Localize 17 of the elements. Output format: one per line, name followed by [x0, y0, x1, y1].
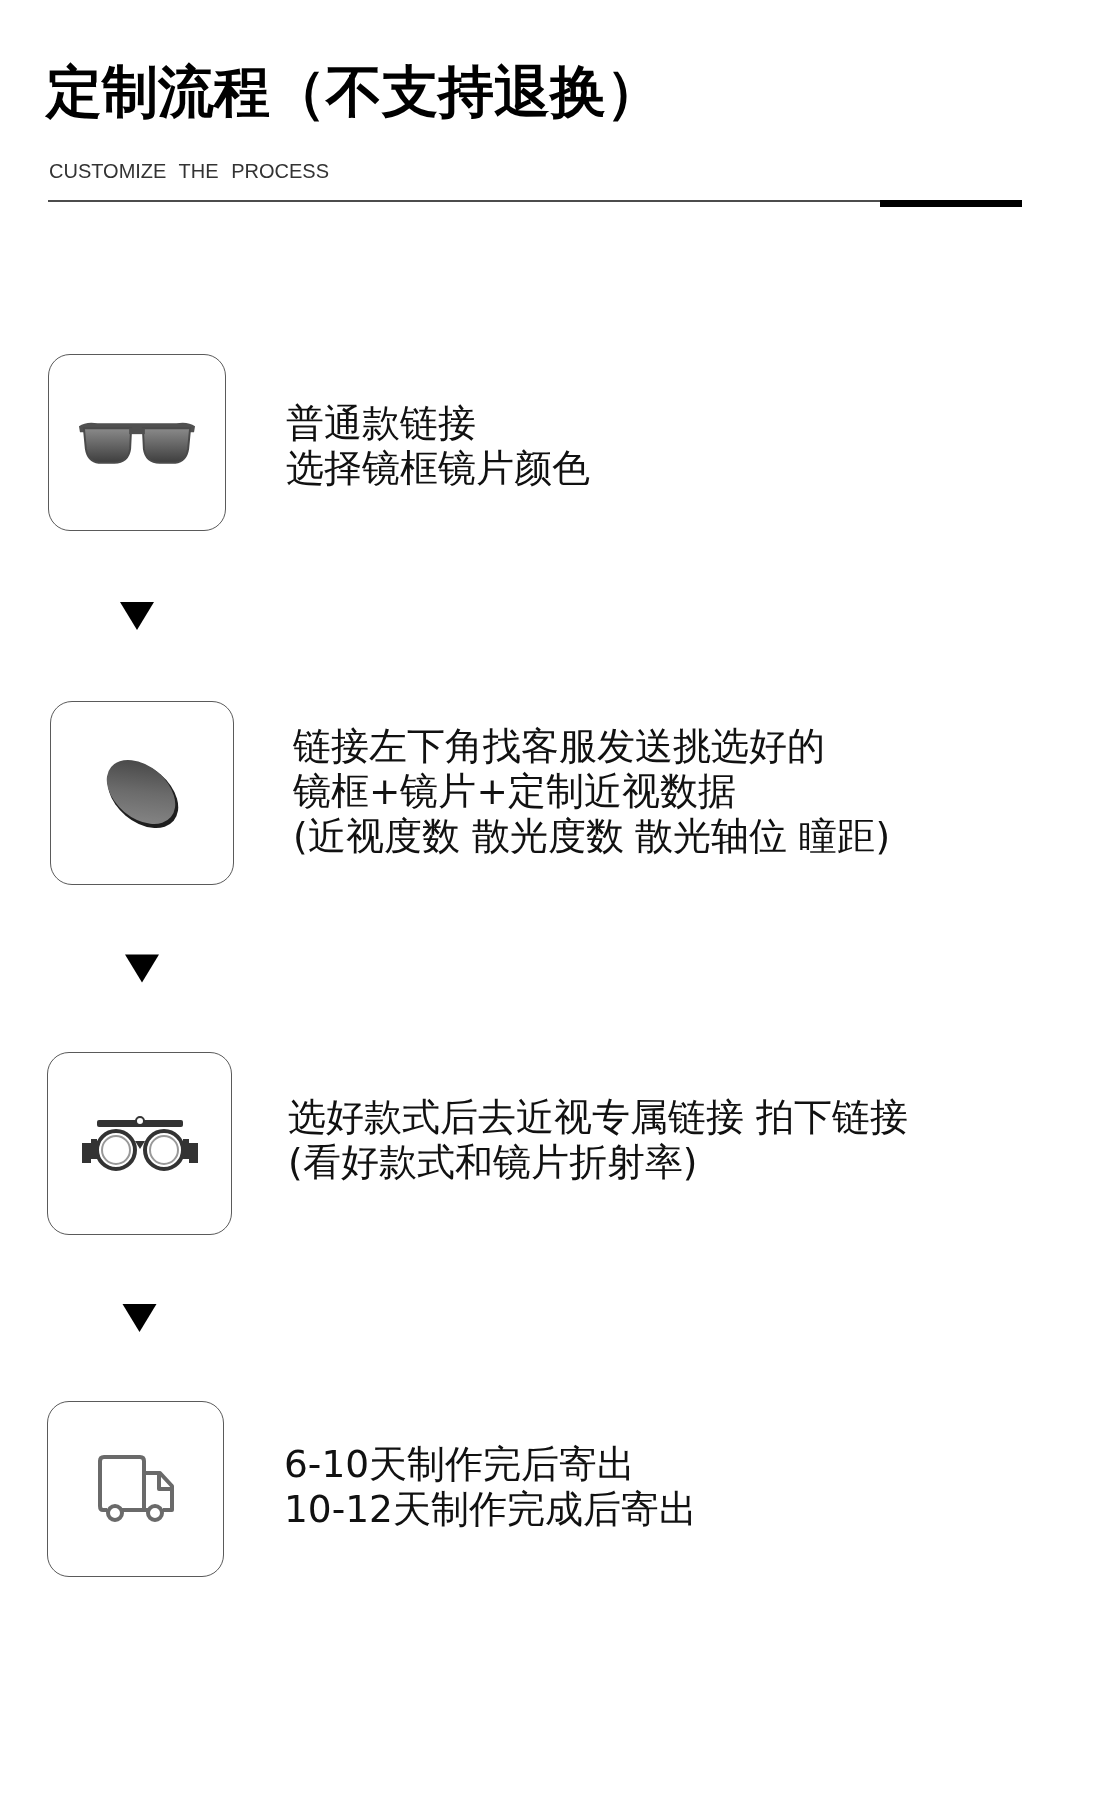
arrow [120, 602, 154, 630]
step-text: (近视度数 散光度数 散光轴位 瞳距) [293, 814, 891, 859]
step-text: 10-12天制作完成后寄出 [284, 1487, 697, 1532]
step-text: (看好款式和镜片折射率) [288, 1140, 699, 1185]
icon-tile [47, 1052, 232, 1235]
icon-tile [50, 701, 234, 885]
icon-tile [47, 1401, 224, 1577]
step-text: 选好款式后去近视专属链接 拍下链接 [288, 1095, 908, 1140]
step-text: 选择镜框镜片颜色 [286, 446, 590, 491]
subtitle: CUSTOMIZE THE PROCESS [49, 159, 329, 183]
icon-tile [48, 354, 226, 531]
step-text: 6-10天制作完后寄出 [284, 1442, 637, 1487]
step-text: 链接左下角找客服发送挑选好的镜框+镜片+定制近视数据 [293, 724, 826, 814]
step-text: 普通款链接 [286, 401, 477, 446]
page-title: 定制流程（不支持退换） [46, 64, 662, 120]
arrow [125, 954, 159, 983]
arrow [122, 1304, 157, 1332]
